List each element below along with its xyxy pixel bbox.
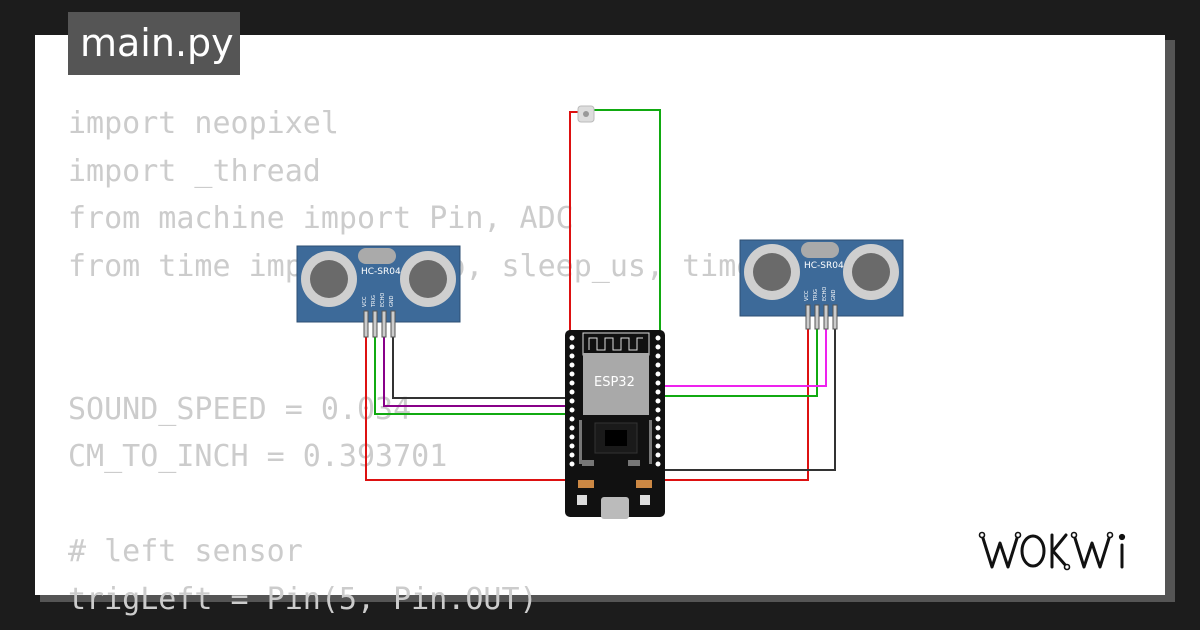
wire-left-gnd (392, 318, 575, 399)
sensor-model-label: HC-SR04 (804, 261, 844, 271)
pin-label: TRIG (813, 289, 819, 302)
pin-label: VCC (804, 290, 810, 301)
wire-right-gnd (660, 318, 836, 471)
esp32-board: ESP32 (565, 330, 665, 519)
pin-label: TRIG (371, 295, 377, 308)
code-line: import neopixel (68, 106, 339, 141)
pin-label: VCC (362, 296, 368, 307)
usb-port (601, 497, 629, 519)
code-line: CM_TO_INCH = 0.393701 (68, 439, 448, 475)
code-line: from machine import Pin, ADC (68, 201, 574, 237)
wire-left-echo (383, 318, 655, 407)
code-line: import _thread (68, 153, 321, 189)
code-line: trigLeft = Pin(5, Pin.OUT) (68, 581, 538, 617)
wokwi-logo (978, 531, 1126, 571)
wire-left-trig (374, 318, 655, 415)
code-line: # left sensor (68, 534, 303, 570)
wire-right-echo (660, 318, 827, 387)
pin-label: ECHO (822, 287, 828, 301)
pin-label: ECHO (380, 293, 386, 307)
preview-card: import neopixel import _thread from mach… (35, 35, 1165, 617)
wires (365, 109, 836, 481)
file-title: main.py (68, 12, 240, 75)
code-preview: import neopixel import _thread from mach… (68, 100, 809, 624)
ultrasonic-sensor-right: HC-SR04 VCC TRIG ECHO GND (739, 239, 904, 330)
neopixel-led (577, 105, 595, 123)
pin-label: GND (831, 289, 837, 301)
pin-label: GND (389, 295, 395, 307)
ultrasonic-sensor-left: HC-SR04 VCC TRIG ECHO GND (296, 245, 461, 338)
sensor-model-label: HC-SR04 (361, 267, 401, 277)
board-chip-label: ESP32 (594, 375, 635, 390)
wire-right-trig (660, 318, 818, 397)
